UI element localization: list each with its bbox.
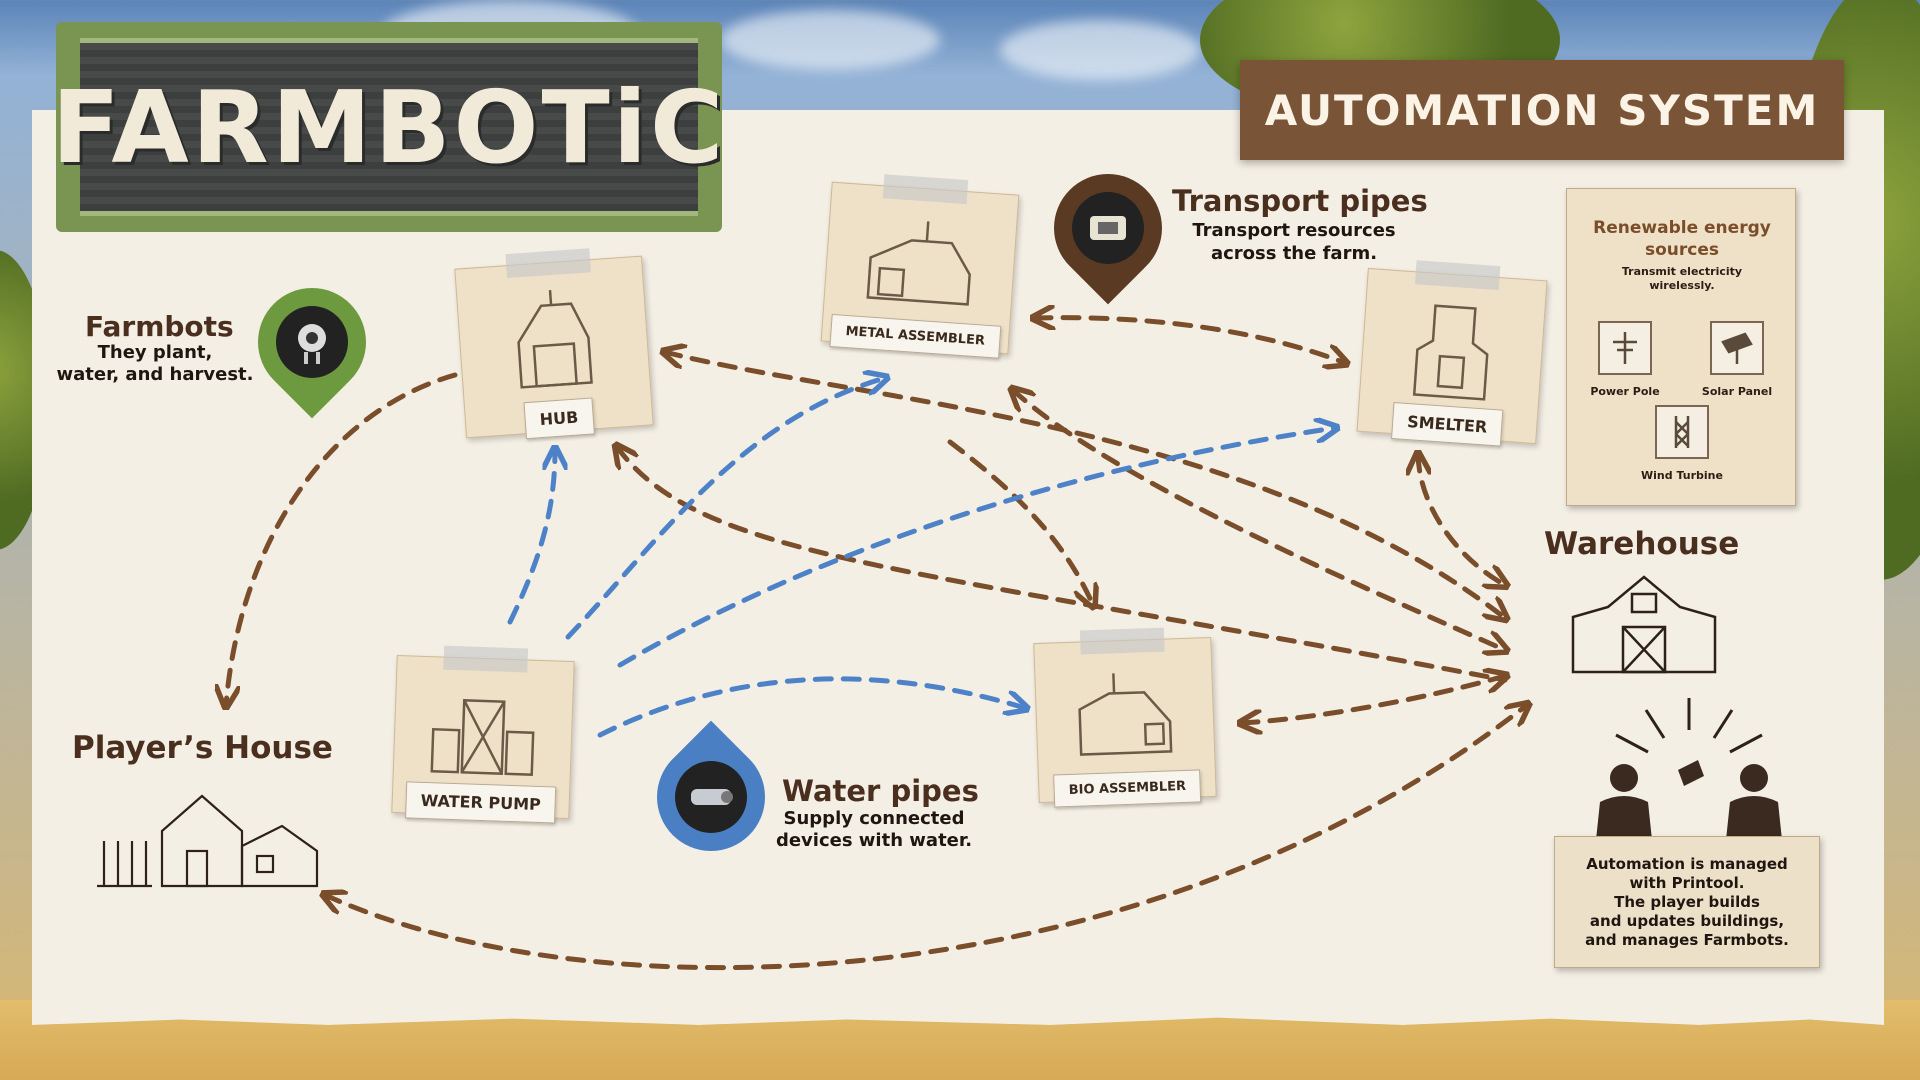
logo-text: FARMBOTiC — [51, 68, 727, 186]
bio-assembler-label: BIO ASSEMBLER — [1053, 769, 1202, 808]
water-pipes-title: Water pipes — [782, 774, 979, 808]
farmbots-desc-2: water, and harvest. — [56, 364, 254, 385]
warehouse-title: Warehouse — [1544, 526, 1740, 562]
players-house-title: Player’s House — [72, 730, 333, 766]
players-house-icon — [97, 794, 319, 888]
pipe-metal-to-smelter — [1035, 318, 1345, 363]
metal-assembler-icon — [866, 221, 971, 306]
wind-turbine-label: Wind Turbine — [1641, 469, 1723, 482]
energy-title-2: sources — [1644, 240, 1719, 260]
water-pipes-desc-2: devices with water. — [775, 830, 973, 851]
energy-title-1: Renewable energy — [1593, 218, 1771, 238]
hub-card: HUB — [454, 248, 654, 440]
cloud — [720, 10, 940, 70]
pipe-metal-to-warehouse — [1013, 390, 1505, 650]
hub-icon — [517, 290, 593, 389]
solar-panel-label: Solar Panel — [1701, 385, 1773, 398]
solar-panel-icon — [1721, 332, 1753, 364]
transport-pipes-desc-2: across the farm. — [1210, 243, 1378, 264]
transport-pipe-pin — [1031, 151, 1185, 305]
smelter-card: SMELTER — [1356, 260, 1548, 447]
water-pump-to-smelter — [617, 428, 1335, 668]
printool-people-icon — [1596, 698, 1782, 840]
cloud — [1000, 20, 1200, 80]
energy-sub-2: wirelessly. — [1649, 279, 1715, 292]
metal-assembler-card: METAL ASSEMBLER — [820, 174, 1020, 359]
printool-line-2: with Printool. — [1629, 873, 1745, 892]
transport-pipe-icon — [1090, 216, 1126, 240]
solar-panel-item: Solar Panel — [1687, 321, 1787, 398]
farmbot-pin — [235, 265, 389, 419]
pipe-hub-to-house — [226, 372, 458, 705]
game-logo: FARMBOTiC — [52, 22, 723, 232]
farmbot-icon — [298, 324, 326, 364]
power-pole-label: Power Pole — [1590, 385, 1660, 398]
smelter-icon — [1412, 304, 1489, 401]
water-pump-to-hub — [507, 450, 555, 625]
water-pump-label: WATER PUMP — [405, 781, 557, 824]
transport-pipes-desc-1: Transport resources — [1192, 220, 1396, 241]
printool-line-3: The player builds — [1614, 892, 1760, 911]
printool-note: Automation is managed with Printool. The… — [1554, 836, 1820, 968]
warehouse-icon — [1571, 575, 1717, 674]
water-pump-to-metal — [565, 378, 885, 640]
water-pipes-desc-1: Supply connected — [783, 808, 965, 829]
hub-label: HUB — [523, 397, 595, 440]
page-title: AUTOMATION SYSTEM — [1264, 85, 1820, 135]
energy-sub-1: Transmit electricity — [1621, 265, 1743, 278]
renewable-energy-panel: Renewable energy sources Transmit electr… — [1566, 188, 1796, 506]
pipe-hub-loop-to-warehouse — [617, 447, 1508, 683]
transport-pipes-title: Transport pipes — [1172, 184, 1428, 218]
farmbots-title: Farmbots — [85, 310, 234, 343]
pipe-smelter-to-warehouse — [1418, 455, 1505, 585]
farmbots-desc-1: They plant, — [97, 342, 213, 363]
pipe-bio-to-warehouse — [1242, 676, 1505, 723]
smelter-label: SMELTER — [1391, 402, 1504, 447]
wind-turbine-item: Wind Turbine — [1632, 405, 1732, 482]
power-pole-icon — [1613, 332, 1637, 364]
bio-assembler-card: BIO ASSEMBLER — [1033, 627, 1217, 808]
pipe-house-to-warehouse — [325, 705, 1527, 971]
water-pump-card: WATER PUMP — [391, 645, 575, 824]
power-pole-item: Power Pole — [1575, 321, 1675, 398]
water-pump-to-bio — [597, 676, 1025, 738]
printool-line-4: and updates buildings, — [1589, 911, 1785, 930]
printool-line-1: Automation is managed — [1586, 854, 1788, 873]
bio-assembler-icon — [1078, 673, 1173, 756]
water-pump-icon — [430, 699, 535, 777]
title-banner: AUTOMATION SYSTEM — [1240, 60, 1844, 160]
water-pipe-pin — [634, 720, 788, 874]
printool-line-5: and manages Farmbots. — [1585, 930, 1789, 949]
wind-turbine-icon — [1674, 416, 1690, 448]
pipe-hub-to-bioassembler — [947, 439, 1093, 605]
water-pipe-icon — [691, 789, 733, 805]
